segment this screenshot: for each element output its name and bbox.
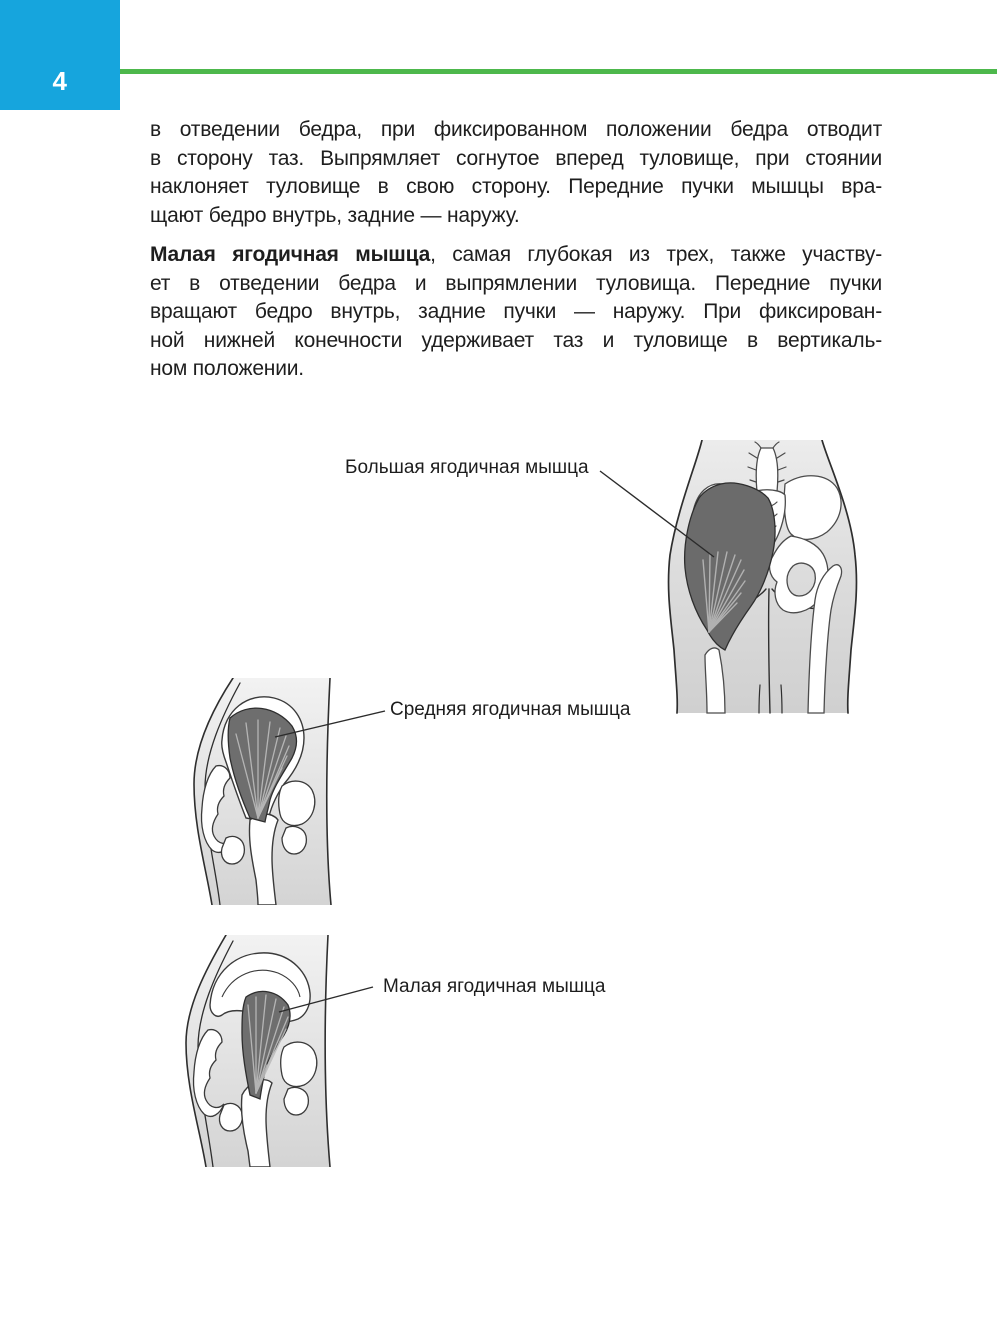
page-number: 4 [52,66,68,96]
paragraph-first-line: Малая ягодичная мышца, самая глубокая из… [150,241,882,270]
page-number-block [0,0,120,110]
paragraph-gluteus-minimus: Малая ягодичная мышца, самая глубокая из… [150,241,882,384]
first-line-rest: , самая глубокая из трех, также участву- [430,243,883,266]
header-rule [120,69,997,74]
ischium-bones [220,780,316,865]
label-gluteus-maximus: Большая ягодичная мышца [345,457,589,478]
sacrum-bone [192,1028,225,1118]
muscle-striations [235,719,290,819]
femur-bone [248,813,279,905]
text-line: щают бедро внутрь, задние — наружу. [150,203,520,227]
text-line: вращают бедро внутрь, задние пучки — нар… [150,300,882,323]
figure-pelvis-posterior [665,440,860,715]
figure-hip-lateral-medius [190,678,335,905]
text-line: наклоняет туловище в свою сторону. Перед… [150,175,882,198]
text-line: ет в отведении бедра и выпрямлении тулов… [150,271,882,295]
figure-hip-lateral-minimus [180,935,335,1167]
text-line: в сторону таз. Выпрямляет согнутое впере… [150,146,882,170]
muscle-striations [247,994,289,1094]
femur-bone [240,1079,273,1167]
text-line: в отведении бедра, при фиксированном пол… [150,118,882,141]
muscle-name-bold: Малая ягодичная мышца [150,243,431,266]
paragraph-intro: в отведении бедра, при фиксированном пол… [150,116,882,230]
ischium-bones [218,1041,318,1132]
sacrum-bone [200,764,233,854]
label-gluteus-minimus: Малая ягодичная мышца [383,976,606,997]
text-line: ном положении. [150,357,304,380]
label-gluteus-medius: Средняя ягодичная мышца [390,699,631,720]
muscle-striations [702,551,746,633]
text-line: ной нижней конечности удерживает таз и т… [150,328,882,352]
paragraph-rest-lines: ет в отведении бедра и выпрямлении тулов… [150,270,882,384]
